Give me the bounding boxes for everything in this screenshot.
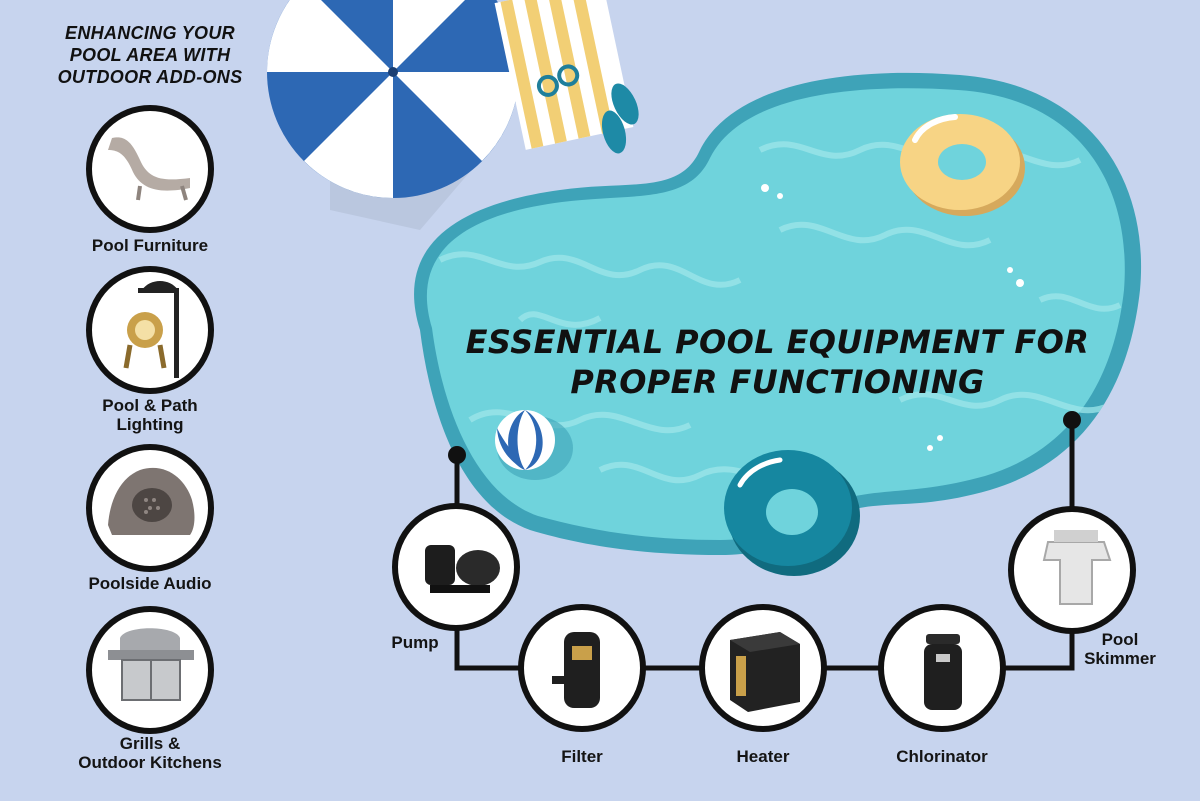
equipment-skimmer-label: Pool Skimmer [1084,630,1156,668]
heater-icon [699,604,827,732]
beach-ball [495,410,573,480]
sidebar-item-grills-label: Grills & Outdoor Kitchens [78,734,222,772]
sidebar-title: ENHANCING YOUR POOL AREA WITH OUTDOOR AD… [57,23,243,87]
rock-speaker-icon [86,444,214,572]
equipment-pump-label: Pump [391,633,439,652]
equipment-chlorinator-label: Chlorinator [896,747,988,766]
beach-towel [494,0,634,150]
yellow-float-ring [900,114,1025,216]
flip-flops [601,83,639,154]
equipment-circles [392,503,1136,732]
lighting-icon [86,266,214,394]
sidebar-circles [86,105,214,734]
teal-float-ring [724,450,860,576]
sidebar-item-lighting-label: Pool & Path Lighting [102,396,198,434]
grill-icon [86,606,214,734]
lounge-chair-icon [86,105,214,233]
sidebar-item-audio-label: Poolside Audio [88,574,212,593]
equipment-heater-label: Heater [736,747,790,766]
filter-icon [518,604,646,732]
pump-icon [392,503,520,631]
connector-dot-left [448,446,466,464]
chlorinator-icon [878,604,1006,732]
equipment-filter-label: Filter [561,747,603,766]
umbrella [267,0,519,198]
skimmer-icon [1008,506,1136,634]
connector-dot-right [1063,411,1081,429]
page-title: ESSENTIAL POOL EQUIPMENT FOR PROPER FUNC… [465,323,1090,401]
sidebar-item-pool-furniture-label: Pool Furniture [91,236,209,255]
